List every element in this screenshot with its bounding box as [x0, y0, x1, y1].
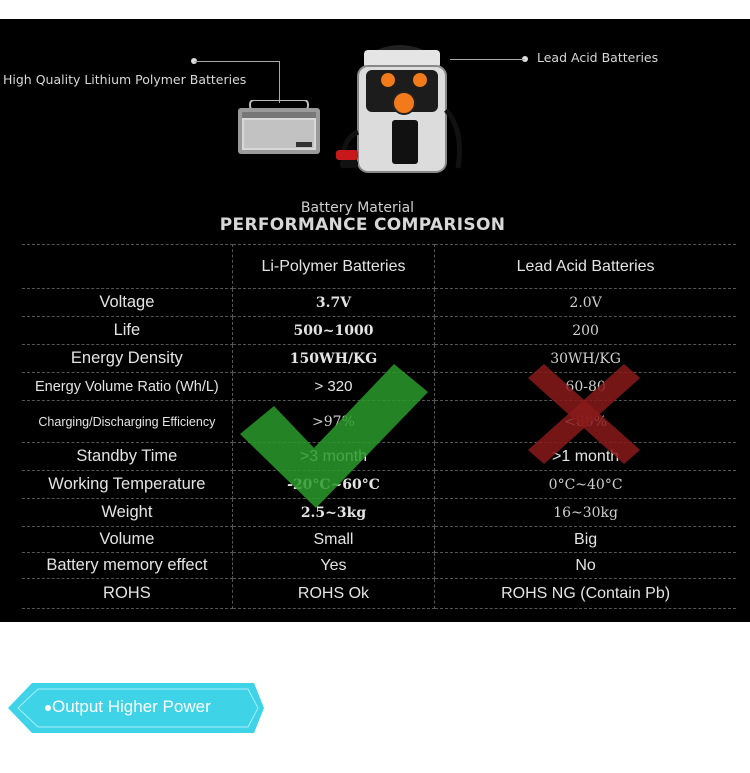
lead-value: 60-80 [434, 372, 736, 401]
header-cell-blank [22, 244, 233, 289]
lead-value: 30WH/KG [434, 344, 736, 373]
callout-lithium: High Quality Lithium Polymer Batteries [3, 72, 247, 87]
row-label: ROHS [22, 578, 233, 609]
lead-value: >1 month [434, 442, 736, 471]
li-value: > 320 [232, 372, 436, 401]
callout-lead-acid: Lead Acid Batteries [537, 50, 659, 65]
table-header-row: Li-Polymer Batteries Lead Acid Batteries [22, 244, 736, 289]
banner-label: Output Higher Power [52, 697, 211, 716]
table-row: Charging/Discharging Efficiency >97% <80… [22, 400, 736, 443]
header-li-polymer: Li-Polymer Batteries [232, 244, 436, 289]
li-value: 3.7V [232, 288, 436, 317]
li-value: -20°C~60°C [232, 470, 436, 499]
lead-value: ROHS NG (Contain Pb) [434, 578, 736, 609]
lead-value: Big [434, 526, 736, 553]
table-row: Voltage 3.7V 2.0V [22, 288, 736, 317]
table-row: Working Temperature -20°C~60°C 0°C~40°C [22, 470, 736, 499]
row-label: Charging/Discharging Efficiency [22, 400, 233, 443]
callout-line-right [450, 59, 525, 60]
lead-value: 200 [434, 316, 736, 345]
table-row: Volume Small Big [22, 526, 736, 553]
row-label: Energy Volume Ratio (Wh/L) [22, 372, 233, 401]
callout-line-left [194, 61, 279, 62]
li-value: >3 month [232, 442, 436, 471]
table-row: Energy Density 150WH/KG 30WH/KG [22, 344, 736, 373]
li-value: >97% [232, 400, 436, 443]
li-value: ROHS Ok [232, 578, 436, 609]
lead-value: No [434, 552, 736, 579]
row-label: Voltage [22, 288, 233, 317]
table-row: Energy Volume Ratio (Wh/L) > 320 60-80 [22, 372, 736, 401]
lead-value: 0°C~40°C [434, 470, 736, 499]
li-value: 2.5~3kg [232, 498, 436, 527]
header-lead-acid: Lead Acid Batteries [434, 244, 736, 289]
row-label: Volume [22, 526, 233, 553]
lead-value: 2.0V [434, 288, 736, 317]
row-label: Energy Density [22, 344, 233, 373]
row-label: Battery memory effect [22, 552, 233, 579]
li-value: 150WH/KG [232, 344, 436, 373]
table-row: Battery memory effect Yes No [22, 552, 736, 579]
row-label: Life [22, 316, 233, 345]
table-row: Life 500~1000 200 [22, 316, 736, 345]
lead-acid-battery-image [336, 45, 462, 173]
li-value: Small [232, 526, 436, 553]
table-row: ROHS ROHS Ok ROHS NG (Contain Pb) [22, 578, 736, 609]
callout-dot-right [522, 56, 528, 62]
title-line-1: Battery Material [300, 200, 415, 216]
row-label: Weight [22, 498, 233, 527]
title-line-2: PERFORMANCE COMPARISON [219, 215, 506, 235]
comparison-table: Li-Polymer Batteries Lead Acid Batteries… [22, 244, 736, 609]
lithium-battery-image [238, 100, 320, 154]
table-row: Standby Time >3 month >1 month [22, 442, 736, 471]
li-value: Yes [232, 552, 436, 579]
li-value: 500~1000 [232, 316, 436, 345]
row-label: Standby Time [22, 442, 233, 471]
lead-value: <80% [434, 400, 736, 443]
row-label: Working Temperature [22, 470, 233, 499]
lead-value: 16~30kg [434, 498, 736, 527]
callout-line-left-drop [279, 61, 280, 103]
table-row: Weight 2.5~3kg 16~30kg [22, 498, 736, 527]
output-power-banner [8, 683, 264, 733]
